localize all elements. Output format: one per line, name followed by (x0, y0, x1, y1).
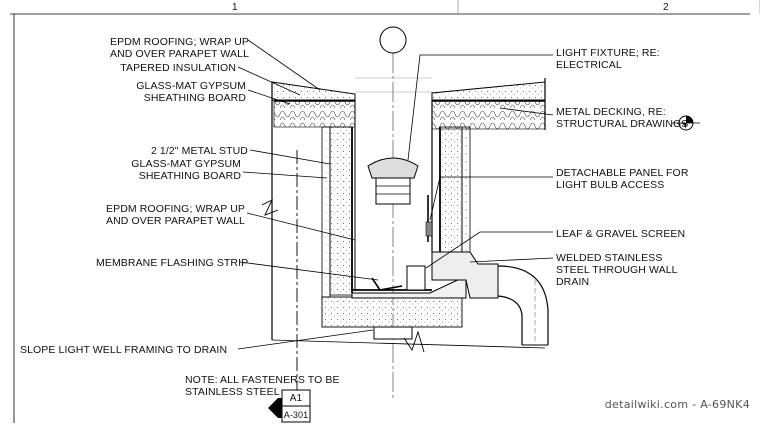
label-metal-decking: METAL DECKING, RE:STRUCTURAL DRAWINGS (556, 106, 689, 130)
label-slope-framing: SLOPE LIGHT WELL FRAMING TO DRAIN (20, 344, 228, 356)
label-light-fixture: LIGHT FIXTURE; RE:ELECTRICAL (556, 47, 660, 71)
label-leaf-gravel-screen: LEAF & GRAVEL SCREEN (556, 228, 686, 240)
label-membrane-flashing: MEMBRANE FLASHING STRIP (96, 257, 249, 269)
grid-number-2: 2 (663, 2, 669, 13)
section-marker-detail: A1 (289, 393, 303, 404)
label-tapered-insulation: TAPERED INSULATION (120, 62, 236, 74)
label-metal-stud: 2 1/2" METAL STUD (150, 145, 248, 157)
watermark: detailwiki.com - A-69NK4 (604, 398, 750, 411)
grid-number-1: 1 (232, 2, 238, 13)
section-marker-sheet: A-301 (283, 410, 309, 420)
